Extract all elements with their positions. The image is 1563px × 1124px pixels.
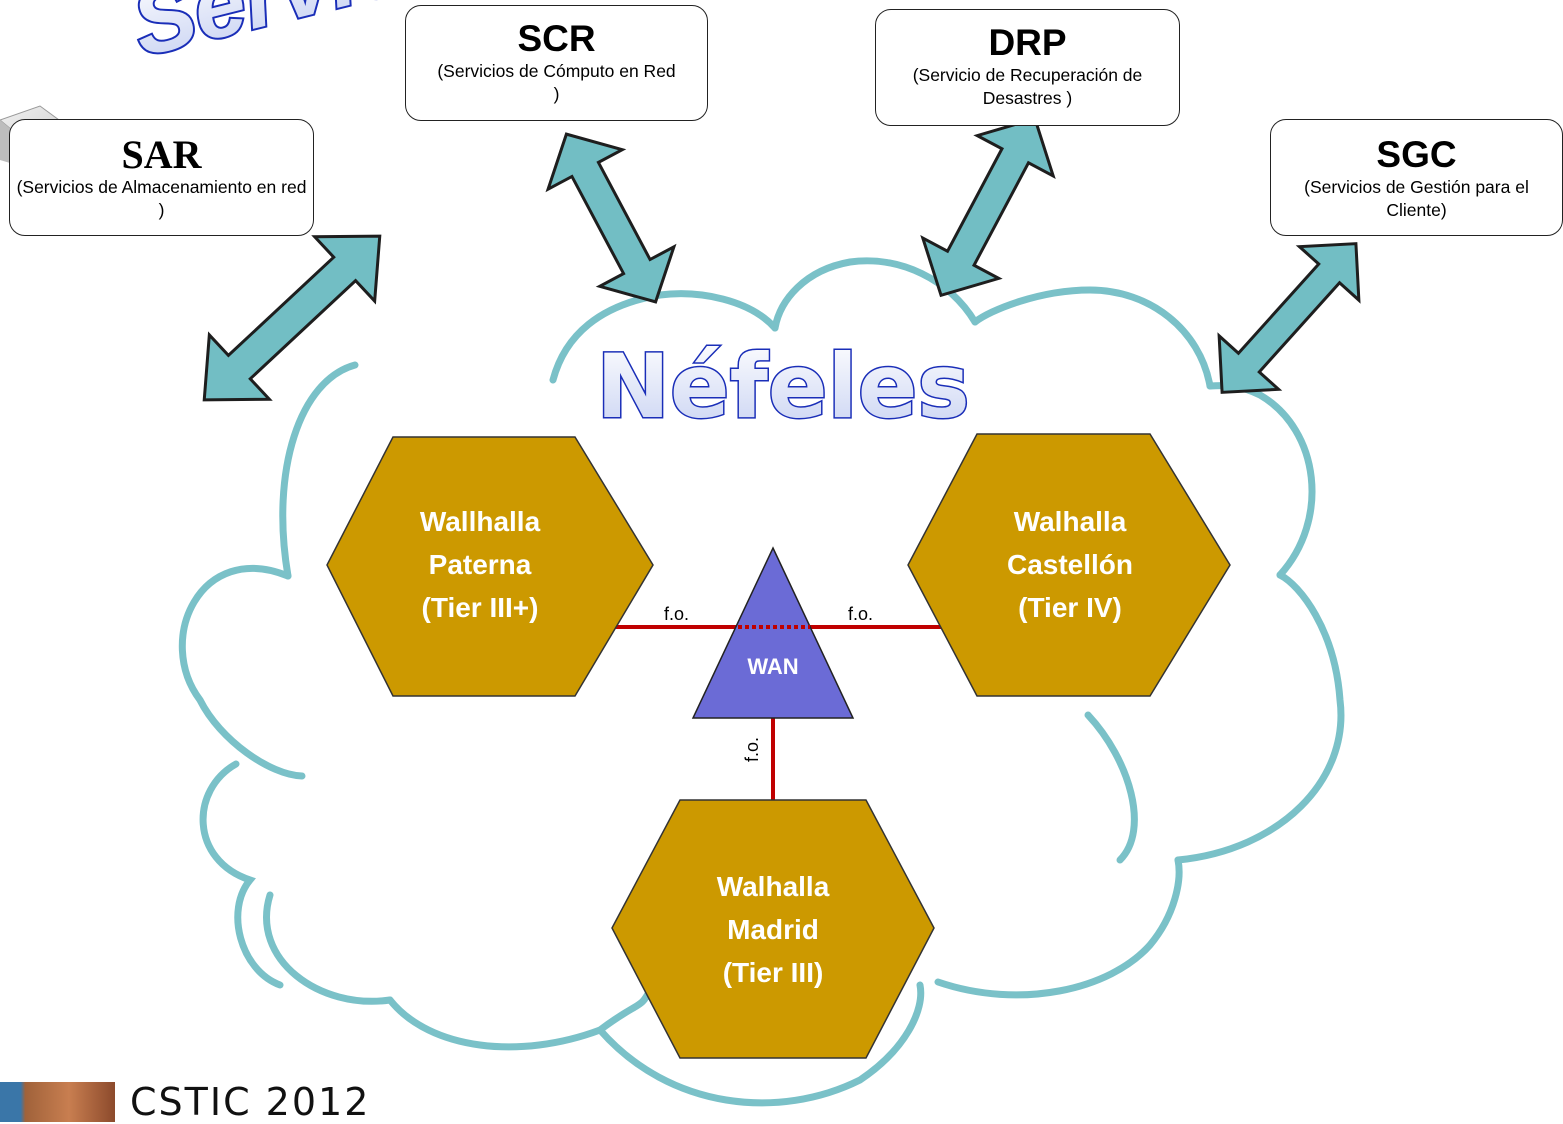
service-abbr: SCR (517, 18, 596, 59)
sar-arrow (202, 234, 382, 402)
sgc-arrow (1217, 242, 1361, 394)
site-label-paterna: Wallhalla Paterna (Tier III+) (330, 500, 630, 629)
hexagon-paterna (326, 436, 654, 697)
site-tier: (Tier III) (722, 957, 824, 988)
service-abbr: DRP (988, 22, 1067, 63)
hexagon-madrid (611, 799, 935, 1059)
site-name-line1: Wallhalla (419, 506, 541, 537)
service-box-sgc: SGC (Servicios de Gestión para el Client… (1270, 119, 1563, 236)
service-box-scr: SCR (Servicios de Cómputo en Red ) (405, 5, 708, 121)
drp-arrow (920, 116, 1056, 298)
cloud-title: Néfeles (596, 335, 970, 438)
service-abbr: SGC (1376, 134, 1457, 175)
fo-label-madrid: f.o. (742, 736, 762, 762)
service-box-drp: DRP (Servicio de Recuperación de Desastr… (875, 9, 1180, 126)
fo-links (612, 625, 946, 800)
site-label-castellon: Walhalla Castellón (Tier IV) (920, 500, 1220, 629)
logo-thumbnail (0, 1082, 115, 1122)
fo-label-castellon: f.o. (848, 604, 874, 624)
site-name-line1: Walhalla (716, 871, 830, 902)
site-tier: (Tier IV) (1018, 592, 1122, 623)
service-desc: (Servicios de Almacenamiento en red ) (16, 177, 307, 220)
site-tier: (Tier III+) (421, 592, 539, 623)
service-desc: (Servicio de Recuperación de Desastres ) (912, 65, 1143, 108)
site-label-madrid: Walhalla Madrid (Tier III) (623, 865, 923, 994)
service-desc: (Servicios de Cómputo en Red ) (437, 61, 676, 104)
hexagon-castellon (907, 433, 1231, 697)
site-name-line1: Walhalla (1013, 506, 1127, 537)
cloud (178, 257, 1345, 1107)
site-name-line2: Castellón (1006, 549, 1134, 580)
scr-arrow (545, 132, 677, 304)
site-hexagons (326, 433, 1231, 1059)
site-name-line2: Paterna (428, 549, 532, 580)
wan-triangle (691, 546, 855, 719)
wan-label: WAN (747, 654, 799, 679)
arrows (202, 116, 1361, 402)
service-box-sar: SAR (Servicios de Almacenamiento en red … (9, 119, 314, 236)
footer-text: CSTIC 2012 (130, 1080, 371, 1124)
site-name-line2: Madrid (727, 914, 819, 945)
service-abbr: SAR (121, 132, 202, 177)
fo-label-paterna: f.o. (664, 604, 690, 624)
service-desc: (Servicios de Gestión para el Cliente) (1304, 177, 1529, 220)
